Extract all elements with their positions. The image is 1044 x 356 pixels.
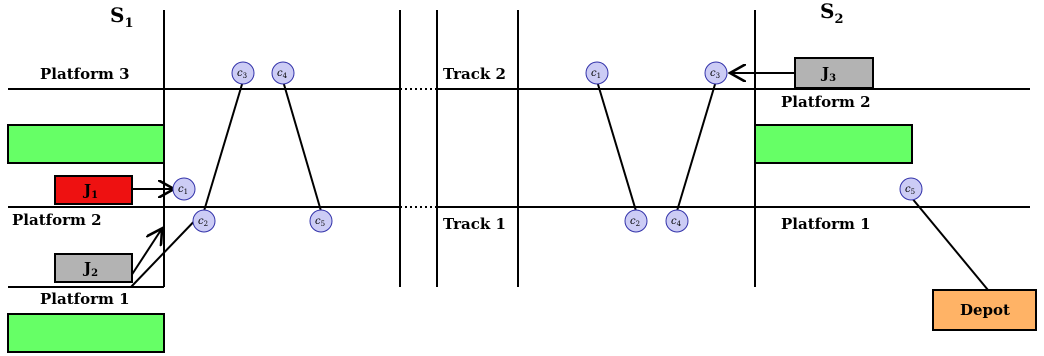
node-track-c3: c3 [704, 61, 728, 85]
node-track-c4: c4 [665, 209, 689, 233]
train-j2: J2 [54, 253, 133, 283]
tracks [8, 88, 1030, 288]
svg-text:c3: c3 [237, 68, 247, 80]
node-s1-c1: c1 [172, 177, 196, 201]
node-track-c2: c2 [624, 209, 648, 233]
svg-text:c4: c4 [671, 216, 682, 228]
svg-text:c1: c1 [178, 184, 188, 196]
svg-text:J3: J3 [820, 64, 836, 84]
s1-platform-block-upper [7, 124, 165, 164]
node-s1-c5: c5 [309, 209, 333, 233]
s2-platform-1-label: Platform 1 [781, 215, 871, 233]
svg-text:c3: c3 [710, 68, 720, 80]
s1-platform-block-lower [7, 313, 165, 353]
crossover-s1-c4-c5 [282, 80, 322, 212]
svg-text:Depot: Depot [960, 301, 1010, 319]
crossovers [130, 80, 989, 291]
depot: Depot [932, 289, 1037, 331]
node-track-c1: c1 [585, 61, 609, 85]
track-1-label: Track 1 [443, 215, 506, 233]
svg-text:c2: c2 [198, 216, 208, 228]
train-j3: J3 [794, 57, 874, 89]
s1-platform-3-label: Platform 3 [40, 65, 130, 83]
s1-platform-2-label: Platform 2 [12, 211, 102, 229]
svg-text:c1: c1 [591, 68, 601, 80]
svg-text:J2: J2 [82, 259, 98, 279]
train-j1: J1 [54, 175, 133, 205]
s2-platform-2-label: Platform 2 [781, 93, 871, 111]
svg-text:c2: c2 [630, 216, 640, 228]
s2-platform-block [754, 124, 913, 164]
node-s2-c5: c5 [899, 177, 923, 201]
crossover-s1-c2-c3 [203, 80, 244, 212]
svg-text:c5: c5 [905, 184, 915, 196]
node-s1-c2: c2 [192, 209, 216, 233]
crossover-t-c1-c2 [596, 80, 637, 212]
station-s2-label: S2 [820, 0, 844, 27]
svg-text:c5: c5 [315, 216, 325, 228]
svg-text:c4: c4 [277, 68, 288, 80]
spur-s2-c5-depot [910, 196, 989, 291]
node-s1-c3: c3 [231, 61, 255, 85]
track-2-label: Track 2 [443, 65, 506, 83]
spur-s1-platform-1-link [130, 210, 205, 288]
s1-platform-1-label: Platform 1 [40, 290, 130, 308]
arrow-j2-to-platform-2 [130, 230, 161, 277]
crossover-t-c3-c4 [676, 80, 717, 212]
svg-text:J1: J1 [82, 181, 98, 201]
section-dividers [163, 10, 756, 287]
station-s1-label: S1 [110, 3, 134, 31]
node-s1-c4: c4 [271, 61, 295, 85]
